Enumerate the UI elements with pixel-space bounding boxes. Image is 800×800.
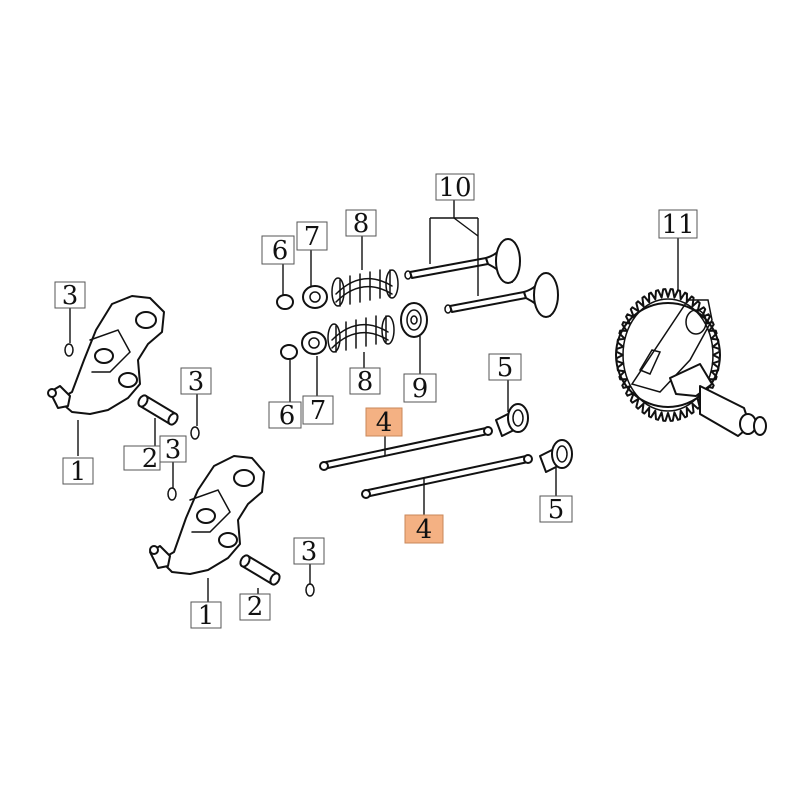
callout-8b: 8 xyxy=(349,367,381,397)
valve-stem-seal[interactable] xyxy=(400,302,428,338)
callout-6b: 6 xyxy=(268,401,302,431)
callout-7a: 7 xyxy=(296,221,328,252)
callout-4b-label: 4 xyxy=(416,515,433,545)
callout-4a: 4 xyxy=(365,407,403,438)
callout-10-label: 10 xyxy=(438,173,471,203)
tappet-lower[interactable] xyxy=(539,439,573,473)
exhaust-valve[interactable] xyxy=(444,272,559,318)
callout-3b: 3 xyxy=(180,367,212,397)
callout-2b: 2 xyxy=(239,592,271,622)
callout-1b: 1 xyxy=(190,601,222,631)
callout-7b: 7 xyxy=(302,395,334,426)
callout-1b-label: 1 xyxy=(198,601,215,631)
leader-lines xyxy=(69,200,679,604)
callout-3c: 3 xyxy=(159,435,187,465)
clip-ring-1[interactable] xyxy=(64,343,74,357)
callout-5b: 5 xyxy=(539,495,573,525)
gear-web xyxy=(622,298,714,412)
callout-6a: 6 xyxy=(261,235,295,266)
rocker-pin-upper[interactable] xyxy=(137,394,180,426)
callout-8b-label: 8 xyxy=(357,367,374,397)
callout-6a-label: 6 xyxy=(272,236,289,266)
clip-ring-3[interactable] xyxy=(167,487,177,501)
valve-spring-lower[interactable] xyxy=(327,315,395,353)
callout-3c-label: 3 xyxy=(165,435,182,465)
callout-5a-label: 5 xyxy=(497,353,514,383)
callout-5b-label: 5 xyxy=(548,495,565,525)
callout-1a-label: 1 xyxy=(70,457,87,487)
callout-2b-label: 2 xyxy=(247,592,264,622)
valve-collet-upper[interactable] xyxy=(276,294,294,310)
callout-3d-label: 3 xyxy=(301,537,318,567)
callout-3a-label: 3 xyxy=(62,281,79,311)
tappet-upper[interactable] xyxy=(495,403,529,437)
callout-11: 11 xyxy=(658,209,698,240)
callout-4a-label: 4 xyxy=(376,408,393,438)
push-rod-lower[interactable] xyxy=(361,454,533,499)
callout-3a: 3 xyxy=(54,281,86,311)
spring-retainer-lower[interactable] xyxy=(301,331,327,355)
clip-ring-2[interactable] xyxy=(190,426,200,440)
clip-ring-4[interactable] xyxy=(305,583,315,597)
callout-8a: 8 xyxy=(345,209,377,239)
callout-9-label: 9 xyxy=(412,374,429,404)
callout-11-label: 11 xyxy=(661,210,694,240)
rocker-arm-upper[interactable] xyxy=(47,295,165,415)
callout-2a: 2 xyxy=(123,444,161,474)
valve-spring-upper[interactable] xyxy=(331,269,399,307)
callout-7a-label: 7 xyxy=(304,222,321,252)
rocker-arm-lower[interactable] xyxy=(149,455,265,575)
callout-4b: 4 xyxy=(404,514,444,545)
callout-1a: 1 xyxy=(62,457,94,487)
callout-9: 9 xyxy=(403,373,437,404)
intake-valve[interactable] xyxy=(404,238,521,284)
valve-collet-lower[interactable] xyxy=(280,344,298,360)
camshaft-gear[interactable] xyxy=(615,288,767,437)
spring-retainer-upper[interactable] xyxy=(302,285,328,309)
callout-3b-label: 3 xyxy=(188,367,205,397)
callout-8a-label: 8 xyxy=(353,209,370,239)
callout-7b-label: 7 xyxy=(310,396,327,426)
push-rod-upper[interactable] xyxy=(319,426,493,471)
callout-3d: 3 xyxy=(293,537,325,567)
callout-2a-label: 2 xyxy=(142,444,159,474)
callout-6b-label: 6 xyxy=(279,401,296,431)
callout-10: 10 xyxy=(435,173,475,203)
callout-5a: 5 xyxy=(488,353,522,383)
rocker-pin-lower[interactable] xyxy=(239,554,282,586)
